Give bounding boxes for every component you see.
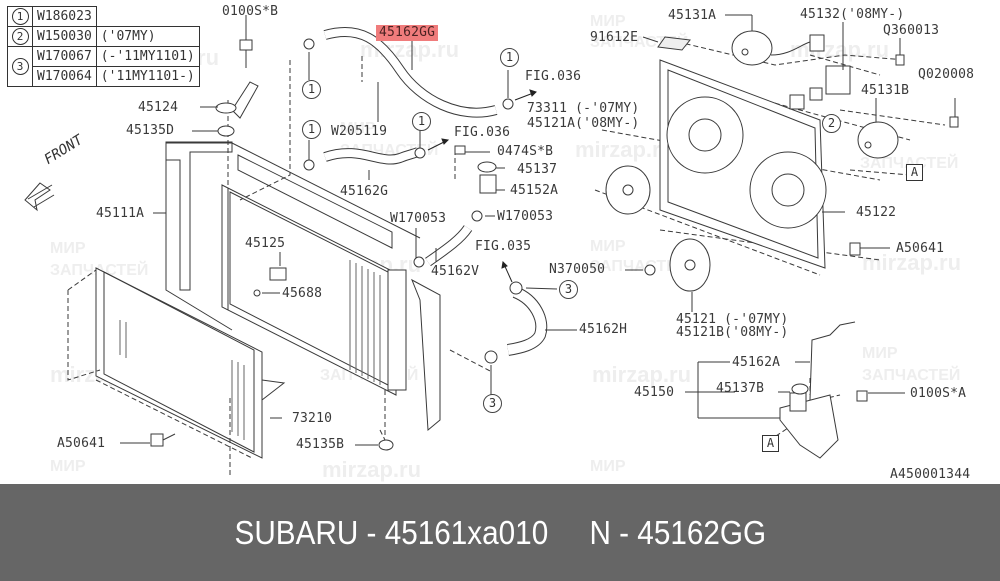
part-label[interactable]: 45125 [245, 236, 286, 251]
part-label[interactable]: A50641 [896, 241, 945, 256]
watermark: МИР [50, 458, 86, 475]
legend-part: W186023 [32, 6, 97, 27]
part-label[interactable]: 0474S*B [497, 144, 554, 159]
legend-part: W150030 [32, 26, 97, 47]
watermark: МИР [862, 345, 898, 362]
part-label[interactable]: A50641 [57, 436, 106, 451]
part-label[interactable]: Q360013 [883, 23, 940, 38]
watermark: mirzap.ru [592, 362, 692, 387]
part-label[interactable]: 45111A [96, 206, 145, 221]
part-label[interactable]: 45135B [296, 437, 345, 452]
part-label[interactable]: 45135D [126, 123, 175, 138]
watermark: mirzap.ru [862, 250, 962, 275]
legend-row: 2 W150030 ('07MY) [7, 26, 200, 47]
watermark: mirzap.ru [575, 137, 675, 162]
watermark: МИР [50, 240, 86, 257]
part-label[interactable]: 45131A [668, 8, 717, 23]
reference-box-a: A [906, 164, 923, 181]
part-label[interactable]: 45150 [634, 385, 675, 400]
part-label[interactable]: 73311 (-'07MY) [527, 101, 640, 116]
part-label[interactable]: 91612E [590, 30, 639, 45]
watermark: ЗАПЧАСТЕЙ [590, 258, 689, 275]
legend-row: 3 W170067 (-'11MY1101) [7, 46, 200, 87]
callout-3: 3 [559, 280, 578, 299]
drawing-number: A450001344 [890, 467, 971, 482]
part-label[interactable]: 45152A [510, 183, 559, 198]
part-label[interactable]: 0100S*B [222, 4, 279, 19]
legend-part: W170064 [32, 66, 97, 87]
watermark: ЗАПЧАСТЕЙ [862, 367, 961, 384]
legend-note: ('07MY) [95, 26, 200, 47]
callout-2: 2 [11, 28, 29, 45]
reference-box-a: A [762, 435, 779, 452]
part-label[interactable]: 45137B [716, 381, 765, 396]
legend-note: ('11MY1101-) [95, 66, 200, 87]
callout-2: 2 [822, 114, 841, 133]
part-label[interactable]: FIG.035 [475, 239, 532, 254]
legend-note: (-'11MY1101) [95, 46, 200, 67]
part-label[interactable]: 45122 [856, 205, 897, 220]
callout-1: 1 [302, 120, 321, 139]
part-label[interactable]: 45121B('08MY-) [676, 325, 789, 340]
legend-note [96, 7, 199, 27]
part-label[interactable]: 45688 [282, 286, 323, 301]
callout-3: 3 [11, 58, 29, 75]
highlighted-part-label[interactable]: 45162GG [376, 25, 439, 41]
caption-bar: SUBARU - 45161xa010 N - 45162GG [0, 484, 1000, 581]
watermark: ЗАПЧАСТЕЙ [860, 155, 958, 172]
diagram-lines [24, 14, 959, 475]
part-label[interactable]: Q020008 [918, 67, 975, 82]
caption-text: SUBARU - 45161xa010 N - 45162GG [234, 513, 766, 551]
part-label[interactable]: 45162G [340, 184, 389, 199]
watermark: МИР [590, 238, 626, 255]
part-label[interactable]: W170053 [497, 209, 554, 224]
part-label[interactable]: W205119 [331, 124, 388, 139]
callout-1: 1 [11, 8, 29, 25]
parts-diagram: mirzap.ru mirzap.ru mirzap.ru МИР ЗАПЧАС… [7, 4, 975, 482]
part-label[interactable]: 45162H [579, 322, 628, 337]
watermark: МИР [590, 13, 626, 30]
part-label[interactable]: FIG.036 [525, 69, 582, 84]
part-label[interactable]: W170053 [390, 211, 447, 226]
legend-row: 1 W186023 [7, 6, 200, 27]
part-label[interactable]: 45162V [431, 264, 480, 279]
watermark: МИР [590, 458, 626, 475]
part-label[interactable]: 45162A [732, 355, 781, 370]
watermark: mirzap.ru [322, 457, 422, 482]
part-label[interactable]: 73210 [292, 411, 333, 426]
callout-3: 3 [483, 394, 502, 413]
callout-1: 1 [302, 80, 321, 99]
part-label[interactable]: 45121 (-'07MY) [676, 312, 789, 327]
legend-table: 1 W186023 2 W150030 ('07MY) 3 W170067 (-… [7, 6, 200, 87]
legend-row: W170064 ('11MY1101-) [8, 66, 200, 87]
callout-1: 1 [500, 48, 519, 67]
part-label[interactable]: 45124 [138, 100, 179, 115]
part-label[interactable]: 45121A('08MY-) [527, 116, 640, 131]
part-label[interactable]: N370050 [549, 262, 606, 277]
part-label[interactable]: 45137 [517, 162, 558, 177]
callout-1: 1 [412, 112, 431, 131]
legend-part: W170067 [32, 46, 97, 67]
watermark: МИР [340, 120, 376, 137]
part-label[interactable]: 0100S*A [910, 386, 967, 401]
part-label[interactable]: FIG.036 [454, 125, 511, 140]
part-label[interactable]: 45131B [861, 83, 910, 98]
part-label[interactable]: 45132('08MY-) [800, 7, 905, 22]
